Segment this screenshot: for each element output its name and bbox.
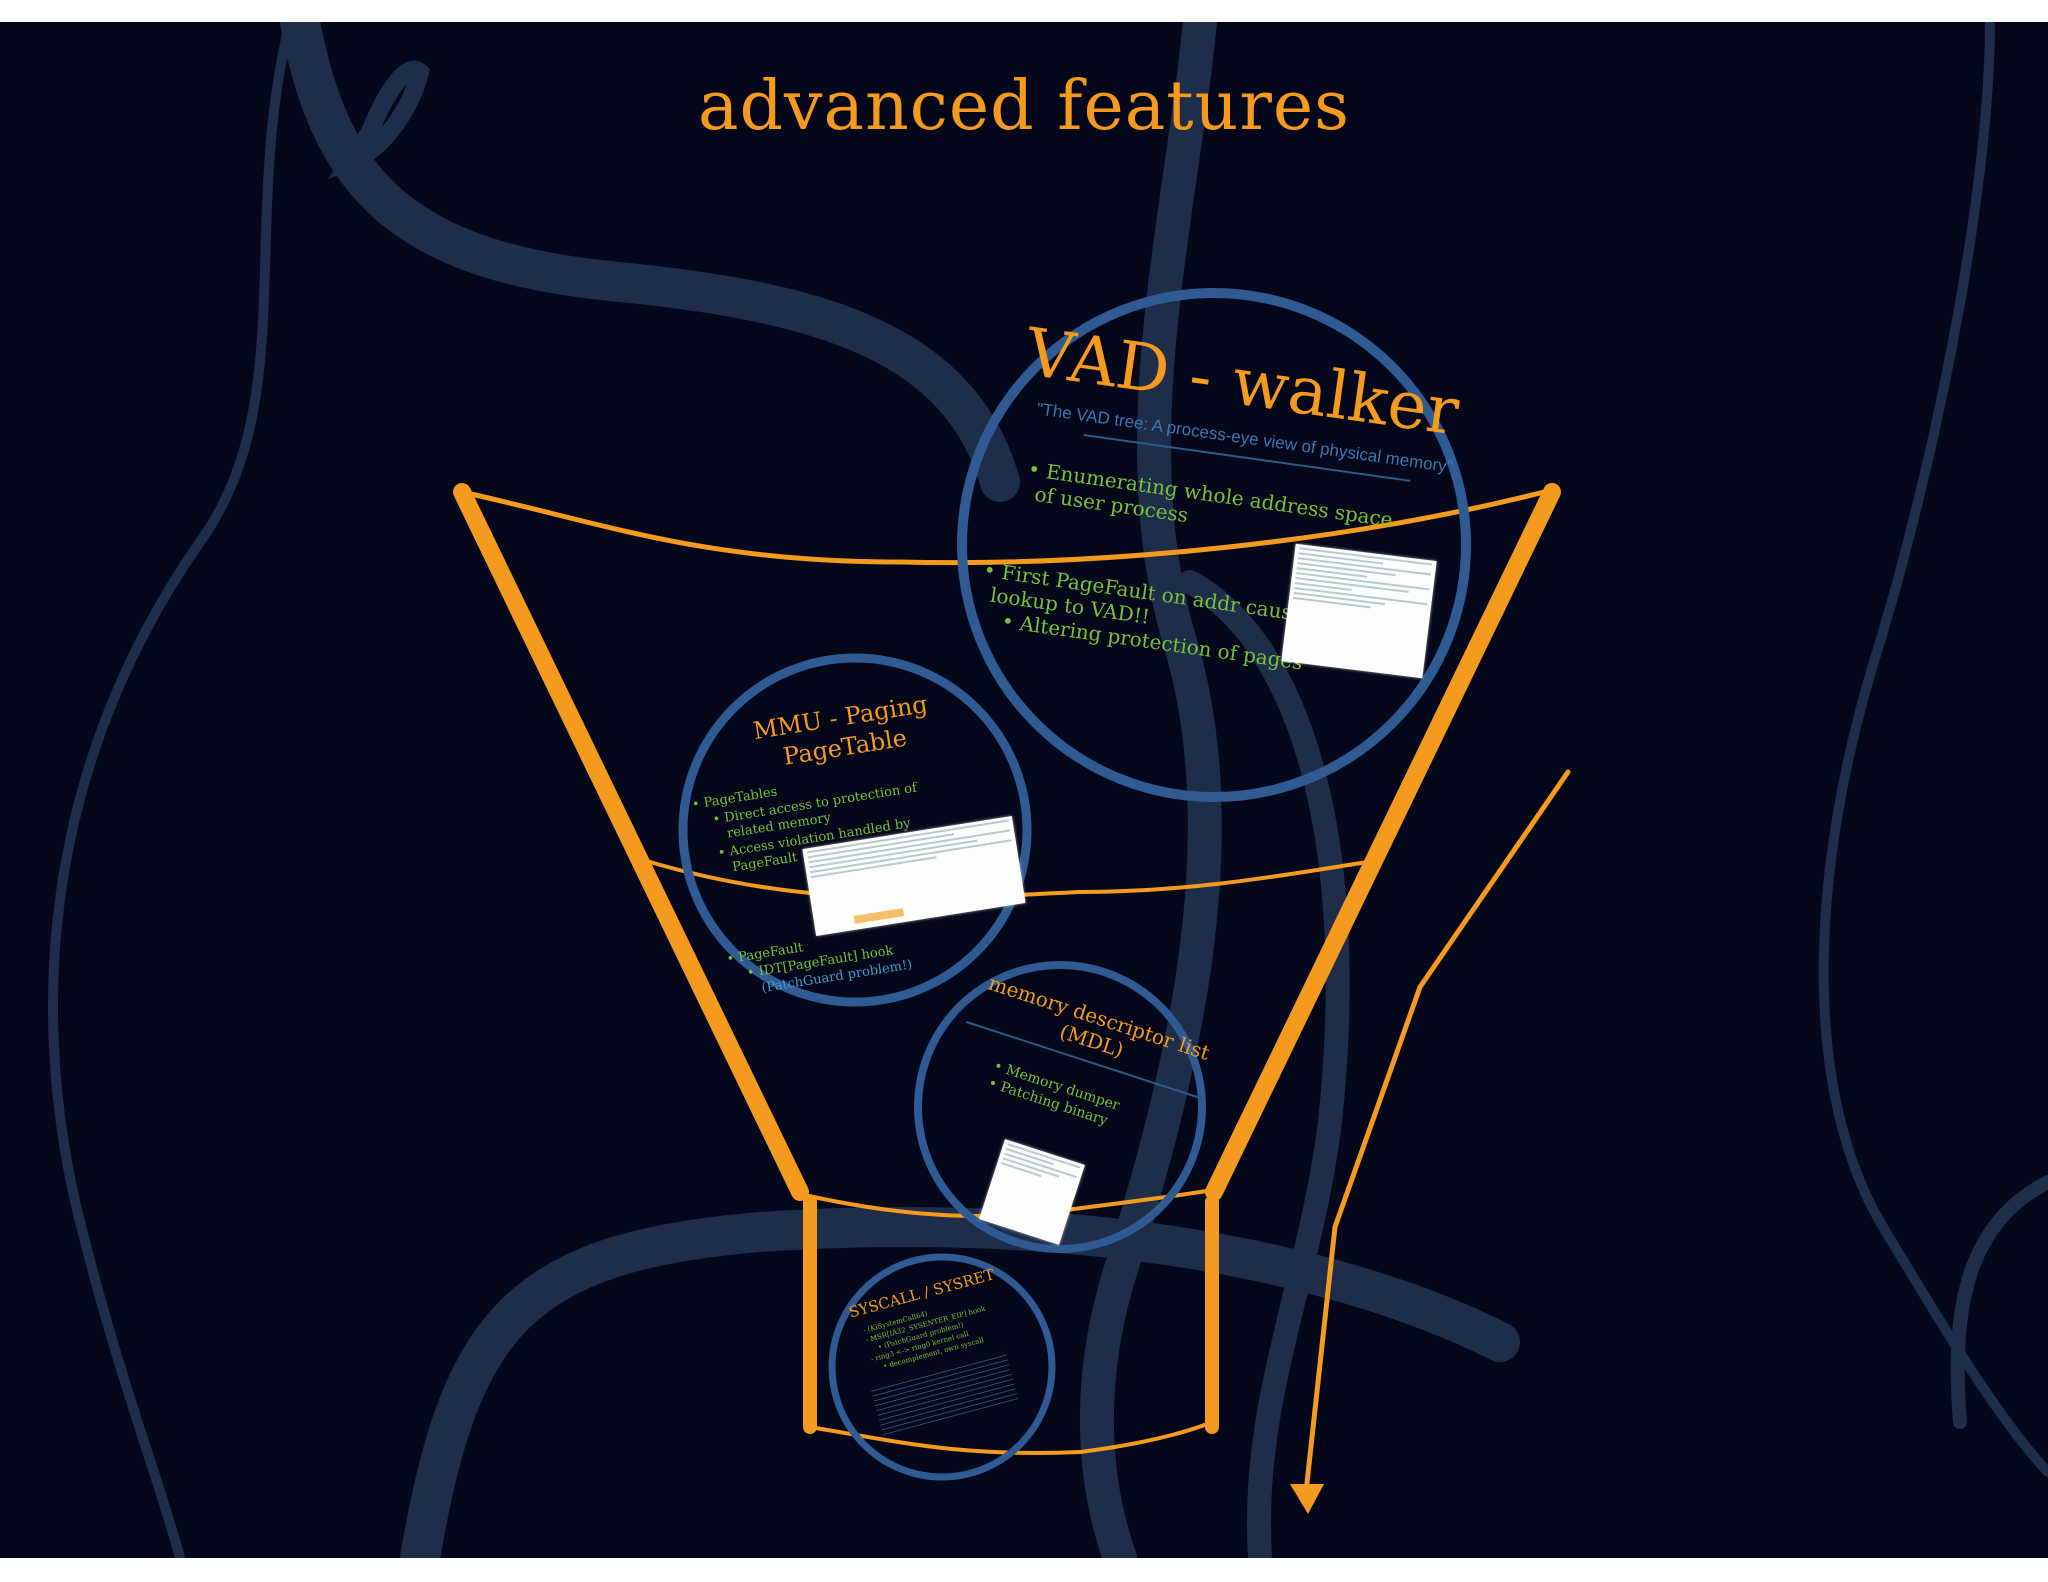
vad-circle <box>957 288 1471 802</box>
background-artwork <box>48 22 2048 1558</box>
bg-swirl-right <box>1818 22 2048 1477</box>
vad-code-screenshot[interactable] <box>1281 543 1437 679</box>
bg-swirl-mid-2 <box>1178 570 1350 1558</box>
bg-swirl-left-2 <box>280 22 1020 502</box>
slide-title: advanced features <box>697 67 1350 146</box>
mmu-circle <box>678 653 1032 1007</box>
arrow-head <box>1290 1484 1324 1514</box>
topic-circles <box>678 288 1471 1481</box>
vad-walker-topic[interactable]: VAD - walker "The VAD tree: A process-ey… <box>964 312 1475 772</box>
funnel-shape <box>453 483 1561 1455</box>
mdl-circle <box>914 961 1206 1253</box>
bg-swirl-left <box>48 22 295 1558</box>
bg-swirl-drop <box>327 60 430 179</box>
arrow-shape <box>1303 769 1571 1495</box>
syscall-circle <box>828 1253 1056 1481</box>
bg-swirl-bottom <box>400 1206 1520 1558</box>
presentation-canvas: advanced features VAD - walker "The VAD … <box>0 22 2048 1558</box>
bg-swirl-right-2 <box>1950 1175 2048 1429</box>
